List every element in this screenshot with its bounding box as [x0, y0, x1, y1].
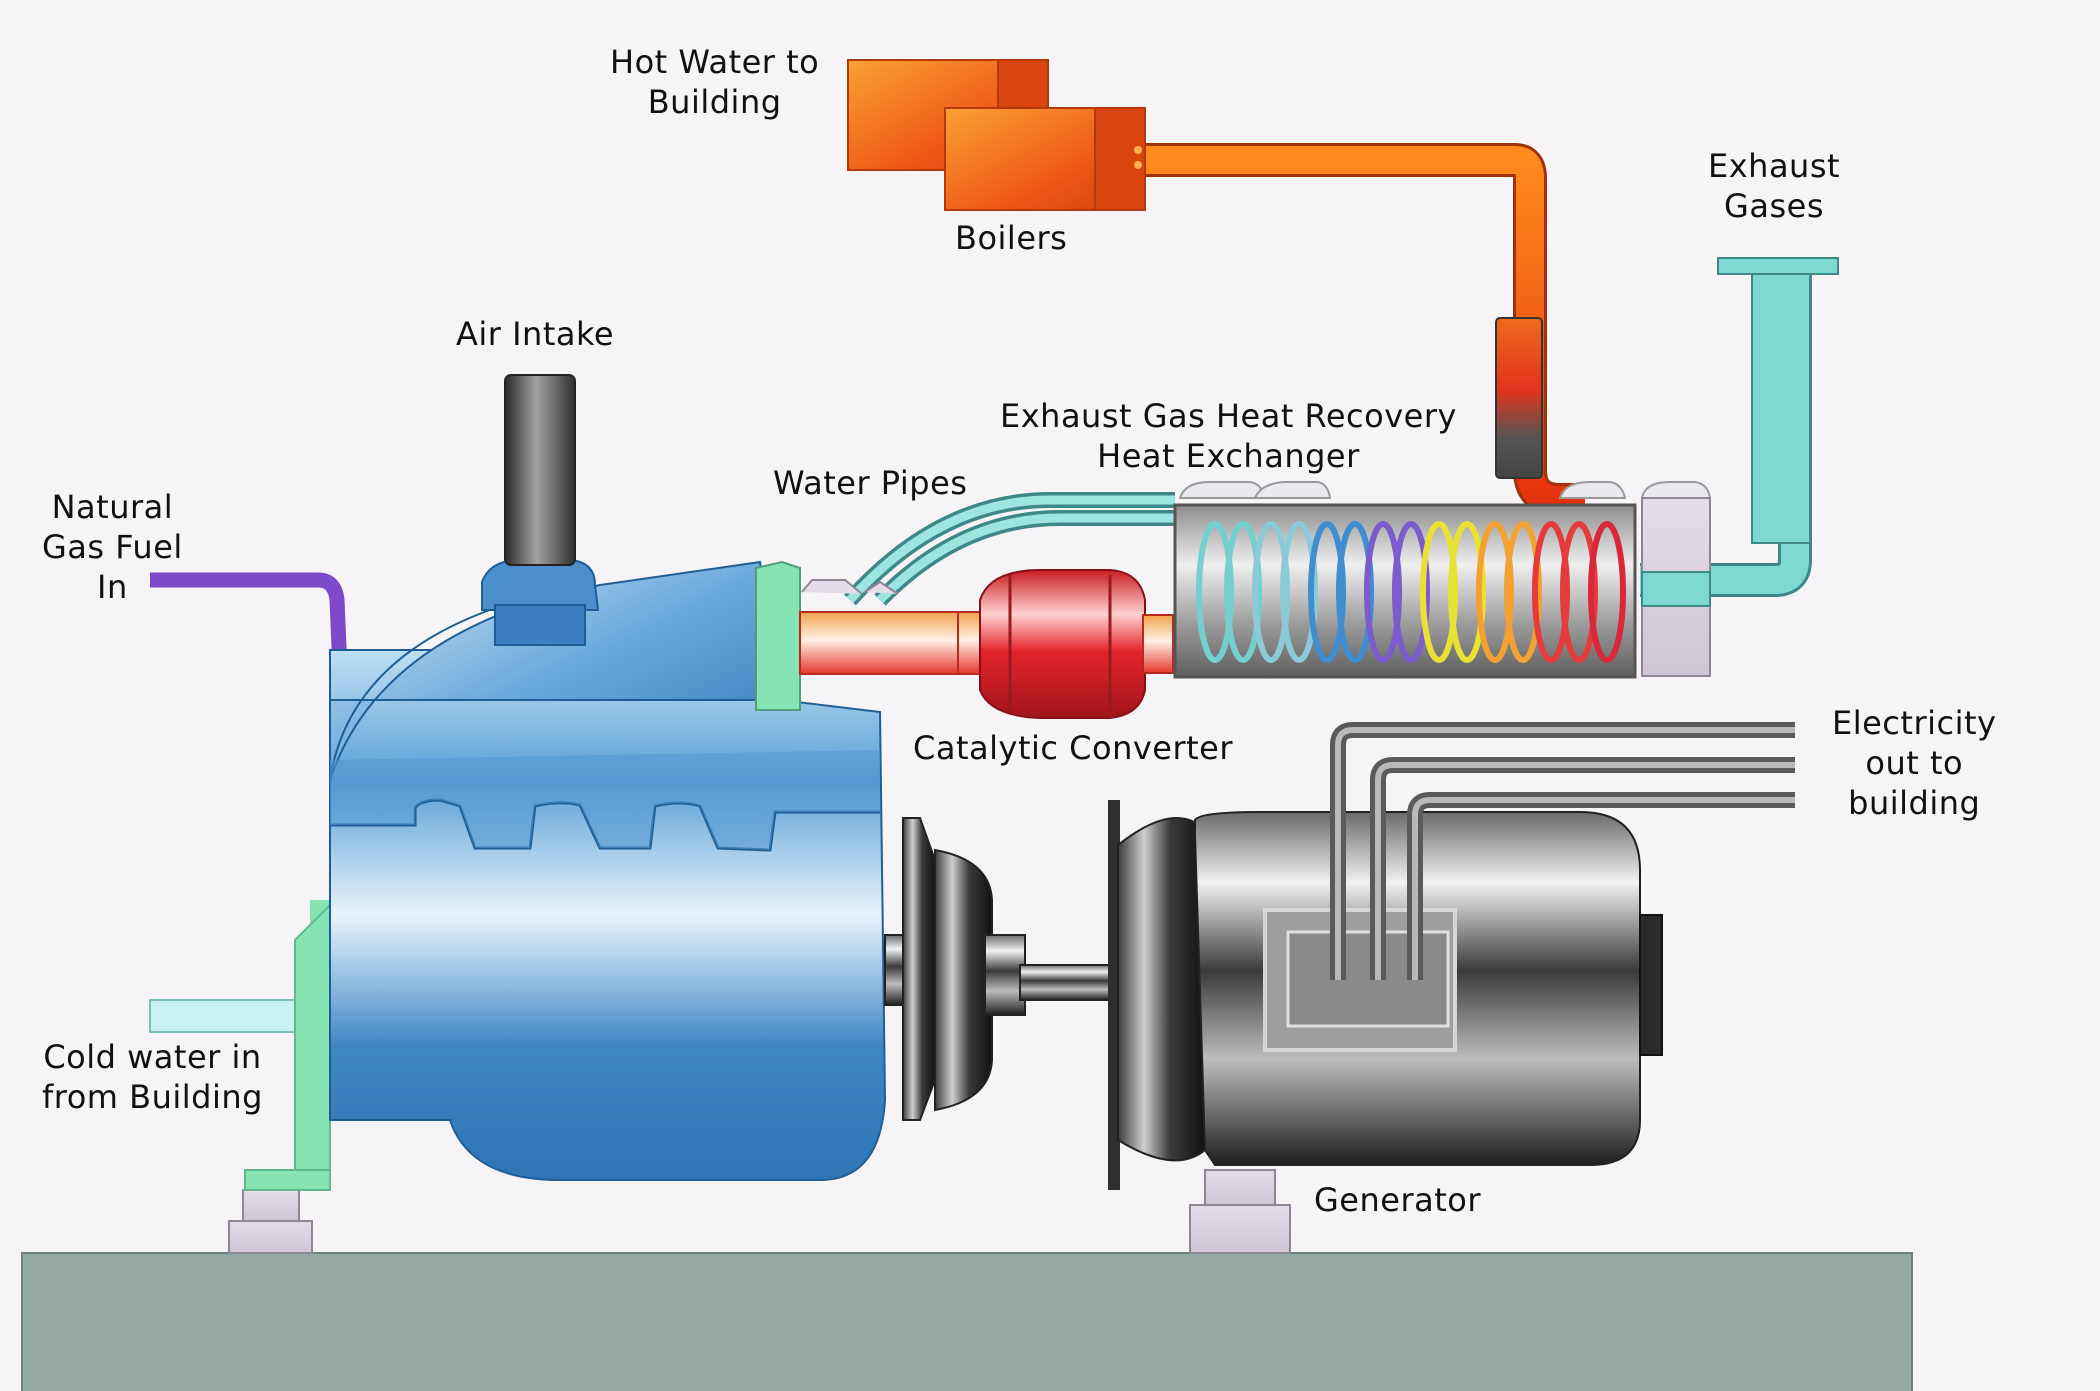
coil-loop [1364, 521, 1402, 663]
electricity-wires [1330, 722, 1795, 980]
exhaust-stack [1640, 257, 1839, 677]
coil-loop [1448, 521, 1486, 663]
boilers [847, 59, 1146, 211]
coil-loop [1420, 521, 1458, 663]
coil-loop [1280, 521, 1318, 663]
coil-loop [1196, 521, 1234, 663]
coil-loop [1588, 521, 1626, 663]
coil-loop [1392, 521, 1430, 663]
coil-loop [1308, 521, 1346, 663]
coil-loop [1560, 521, 1598, 663]
cold-water-pipe [149, 900, 341, 1191]
generator-body [1108, 800, 1663, 1190]
coil-loop [1476, 521, 1514, 663]
catalytic-converter [979, 569, 1174, 719]
drive-pulley [884, 817, 1111, 1121]
coil-loop [1532, 521, 1570, 663]
label-boilers: Boilers [955, 219, 1068, 257]
label-water-pipes: Water Pipes [773, 464, 968, 502]
generator-mount [1189, 1169, 1291, 1254]
natural-gas-pipe [150, 572, 348, 671]
coil-loop [1224, 521, 1262, 663]
air-intake-pipe [504, 374, 576, 566]
ground-slab [21, 1252, 1913, 1391]
label-air-intake: Air Intake [456, 315, 615, 353]
engine-block [329, 559, 887, 1181]
label-generator: Generator [1314, 1181, 1481, 1219]
coil-loop [1504, 521, 1542, 663]
engine-mount [228, 1189, 313, 1254]
hot-water-pipe [1125, 143, 1585, 517]
exhaust-pipe [799, 611, 976, 675]
heat-exchanger-coils [1196, 521, 1626, 663]
water-pipes [801, 492, 1175, 606]
coil-loop [1336, 521, 1374, 663]
label-catalytic-converter: Catalytic Converter [913, 729, 1234, 767]
heat-exchanger [1173, 481, 1637, 679]
coil-loop [1252, 521, 1290, 663]
